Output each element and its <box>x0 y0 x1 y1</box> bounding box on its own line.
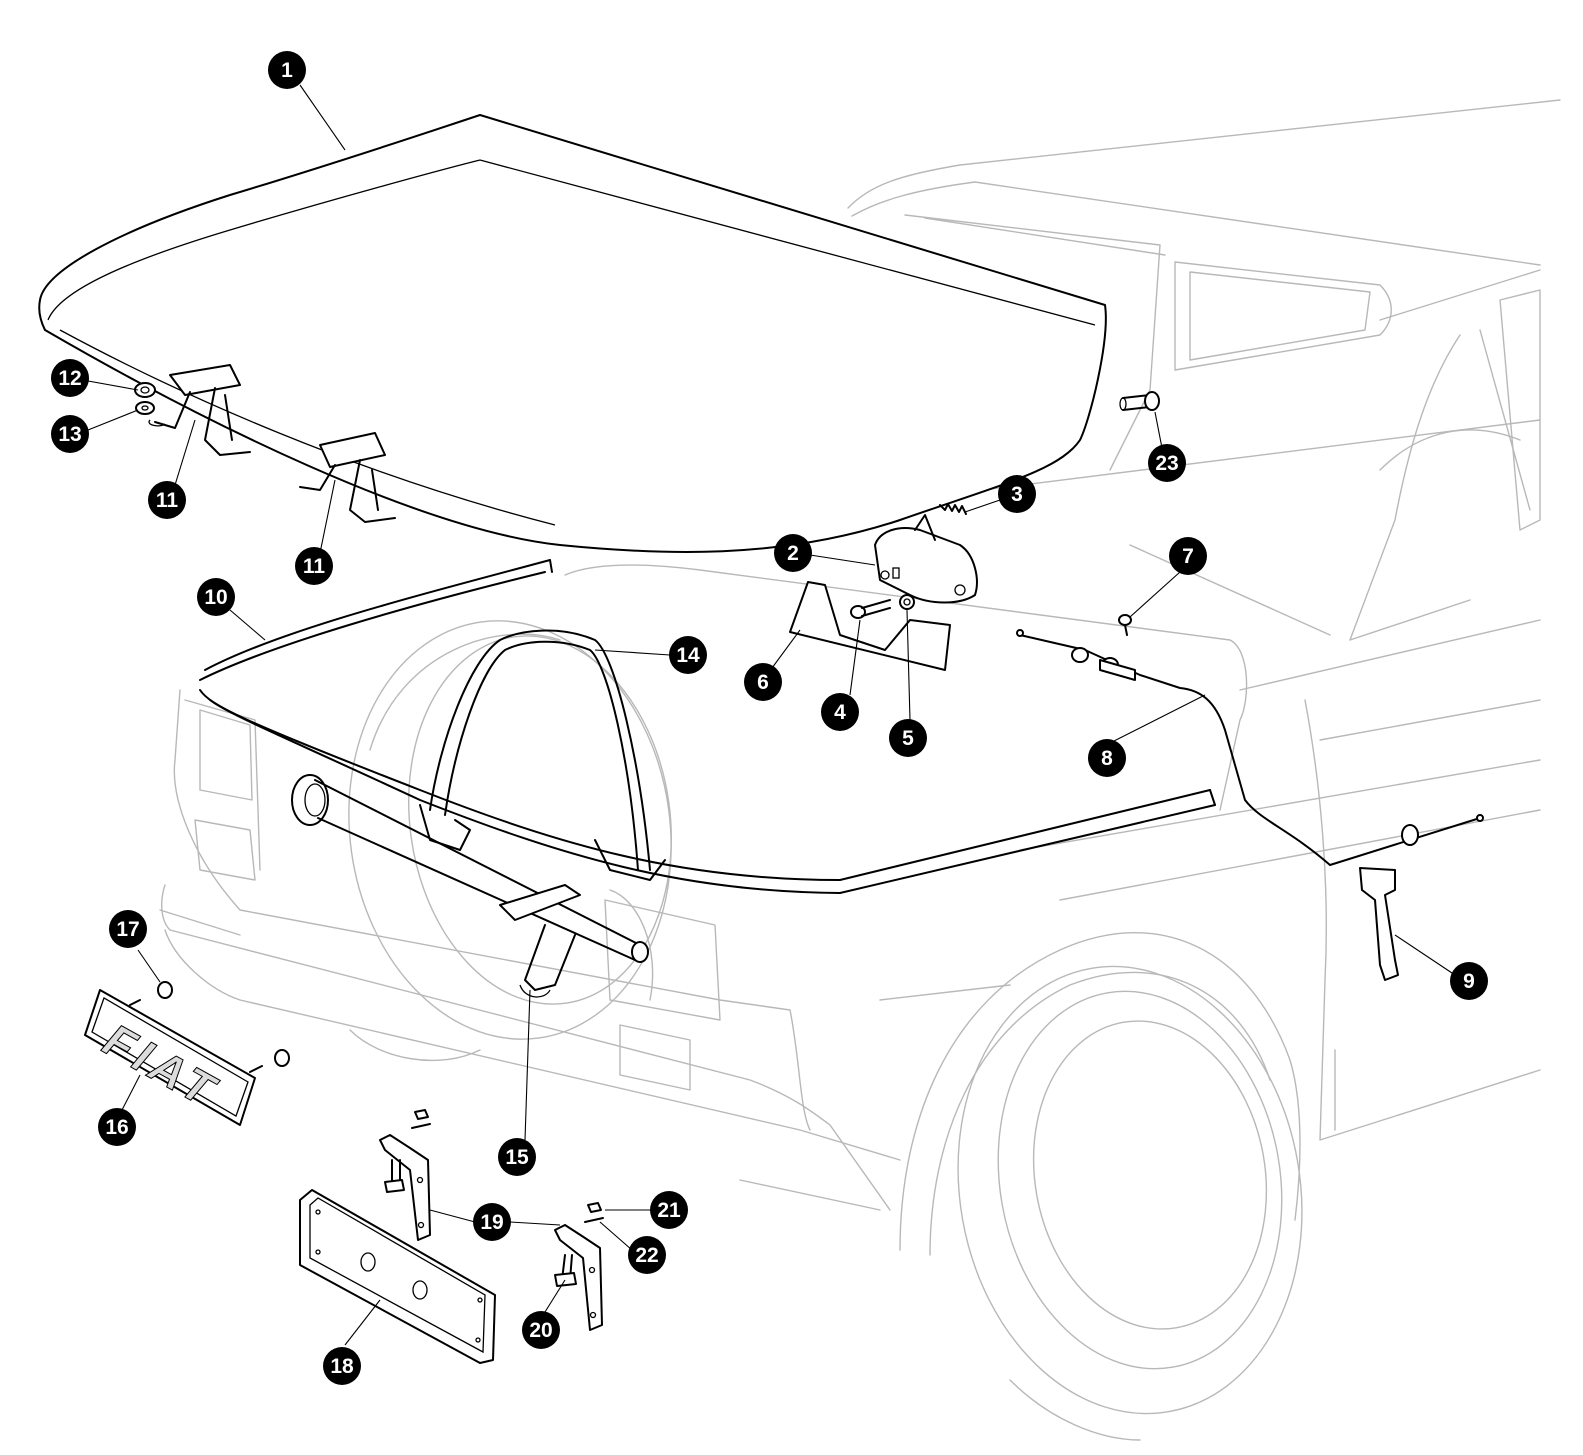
callout-16: 16 <box>98 1108 136 1146</box>
latch <box>874 514 978 604</box>
callout-15: 15 <box>498 1138 536 1176</box>
callout-10: 10 <box>197 578 235 616</box>
callout-6: 6 <box>744 663 782 701</box>
leader-lines <box>87 84 1456 1346</box>
cable-clip <box>1118 614 1132 636</box>
spare-wheel-rod <box>291 774 649 998</box>
callout-5: 5 <box>889 719 927 757</box>
plate-washer-right <box>584 1217 604 1223</box>
svg-text:4: 4 <box>834 701 846 724</box>
callout-3: 3 <box>998 475 1036 513</box>
callout-8: 8 <box>1088 739 1126 777</box>
spring <box>939 503 967 515</box>
svg-text:7: 7 <box>1182 545 1194 568</box>
svg-text:6: 6 <box>757 671 769 694</box>
boot-seal <box>199 559 1216 894</box>
emblem-nut-b <box>274 1049 290 1067</box>
svg-text:2: 2 <box>787 542 799 565</box>
plate-bolt-left <box>384 1159 405 1193</box>
spare-wheel-strap <box>419 629 666 881</box>
licence-plate-holder <box>299 1189 496 1364</box>
callout-12: 12 <box>51 359 89 397</box>
callout-2: 2 <box>774 534 812 572</box>
plate-bolt-right <box>554 1254 577 1287</box>
svg-text:13: 13 <box>58 423 81 446</box>
callout-11-left: 11 <box>148 481 186 519</box>
callout-7: 7 <box>1169 537 1207 575</box>
latch-bracket <box>789 581 951 671</box>
svg-text:11: 11 <box>156 489 179 512</box>
callout-14: 14 <box>669 636 707 674</box>
svg-text:8: 8 <box>1101 747 1113 770</box>
svg-text:23: 23 <box>1155 452 1178 475</box>
callout-4: 4 <box>821 693 859 731</box>
callouts: 1 2 3 4 5 6 7 8 9 10 11 11 12 13 14 15 1… <box>51 51 1488 1385</box>
callout-11-right: 11 <box>295 547 333 585</box>
callout-21: 21 <box>650 1191 688 1229</box>
latch-nut <box>899 594 915 610</box>
svg-text:16: 16 <box>105 1116 128 1139</box>
svg-text:12: 12 <box>58 367 81 390</box>
callout-22: 22 <box>628 1236 666 1274</box>
callout-9: 9 <box>1450 962 1488 1000</box>
release-lever <box>1359 867 1399 981</box>
callout-19: 19 <box>473 1203 511 1241</box>
svg-text:3: 3 <box>1011 483 1023 506</box>
callout-1: 1 <box>268 51 306 89</box>
bolt <box>1119 391 1160 411</box>
emblem-nut-a <box>157 981 173 999</box>
plate-nut-left <box>411 1109 431 1129</box>
svg-text:10: 10 <box>204 586 227 609</box>
svg-text:22: 22 <box>635 1244 658 1267</box>
svg-text:9: 9 <box>1463 970 1475 993</box>
plate-bracket-left <box>379 1134 431 1241</box>
nut <box>134 382 156 398</box>
svg-text:21: 21 <box>657 1199 681 1222</box>
callout-17: 17 <box>109 910 147 948</box>
latch-screw <box>850 599 891 619</box>
svg-text:14: 14 <box>676 644 700 667</box>
plate-bracket-right <box>554 1224 603 1331</box>
hinge-left <box>148 364 251 456</box>
hinge-right <box>299 432 396 523</box>
fiat-emblem: FIAT <box>84 989 263 1126</box>
svg-text:17: 17 <box>116 918 139 941</box>
callout-20: 20 <box>522 1311 560 1349</box>
svg-text:5: 5 <box>902 727 914 750</box>
svg-text:20: 20 <box>529 1319 552 1342</box>
callout-23: 23 <box>1148 444 1186 482</box>
svg-text:19: 19 <box>480 1211 503 1234</box>
release-cable <box>1016 629 1484 866</box>
callout-13: 13 <box>51 415 89 453</box>
svg-text:15: 15 <box>505 1146 529 1169</box>
boot-lid <box>38 114 1107 554</box>
washer <box>135 401 155 415</box>
plate-nut-right <box>587 1202 602 1213</box>
svg-text:1: 1 <box>281 59 293 82</box>
svg-text:18: 18 <box>330 1355 354 1378</box>
svg-text:11: 11 <box>303 555 326 578</box>
callout-18: 18 <box>323 1347 361 1385</box>
